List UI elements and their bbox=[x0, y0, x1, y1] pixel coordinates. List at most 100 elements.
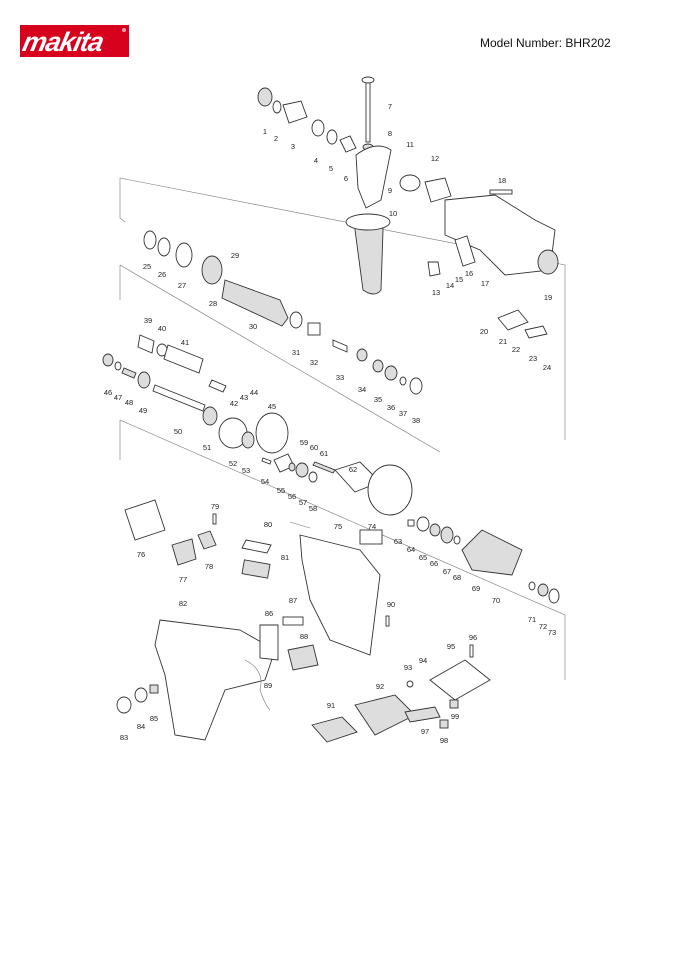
part-shape bbox=[332, 339, 348, 353]
part-number-label: 41 bbox=[181, 338, 189, 347]
part-shape bbox=[345, 213, 391, 231]
part-number-label: 36 bbox=[387, 403, 395, 412]
part-shape bbox=[339, 135, 357, 153]
part-shape bbox=[299, 534, 381, 656]
part-shape bbox=[212, 513, 217, 525]
part-number-label: 79 bbox=[211, 502, 219, 511]
part-shape bbox=[241, 431, 255, 449]
part-shape bbox=[497, 309, 529, 331]
part-shape bbox=[528, 581, 536, 591]
part-number-label: 73 bbox=[548, 628, 556, 637]
part-number-label: 65 bbox=[419, 553, 427, 562]
part-number-label: 29 bbox=[231, 251, 239, 260]
part-number-label: 39 bbox=[144, 316, 152, 325]
part-number-label: 61 bbox=[320, 449, 328, 458]
part-number-label: 51 bbox=[203, 443, 211, 452]
part-number-label: 63 bbox=[394, 537, 402, 546]
part-shape bbox=[121, 367, 137, 379]
part-shape bbox=[288, 462, 296, 472]
part-number-label: 53 bbox=[242, 466, 250, 475]
part-shape bbox=[116, 696, 132, 714]
part-shape bbox=[312, 461, 336, 474]
part-shape bbox=[257, 87, 273, 107]
part-number-label: 13 bbox=[432, 288, 440, 297]
model-number: Model Number: BHR202 bbox=[480, 36, 611, 50]
part-shape bbox=[201, 255, 223, 285]
part-shape bbox=[295, 462, 309, 478]
part-number-label: 44 bbox=[250, 388, 258, 397]
part-shape bbox=[202, 406, 218, 426]
part-shape bbox=[326, 129, 338, 145]
part-shape bbox=[241, 539, 272, 554]
part-number-label: 98 bbox=[440, 736, 448, 745]
part-number-label: 43 bbox=[240, 393, 248, 402]
part-number-label: 97 bbox=[421, 727, 429, 736]
part-number-label: 5 bbox=[329, 164, 333, 173]
part-number-label: 47 bbox=[114, 393, 122, 402]
part-shape bbox=[311, 119, 325, 137]
part-labels: 1234567891011121314151617181920212223242… bbox=[104, 102, 556, 745]
part-number-label: 75 bbox=[334, 522, 342, 531]
part-shape bbox=[163, 344, 204, 374]
part-shape bbox=[427, 261, 441, 277]
part-shape bbox=[453, 535, 461, 545]
part-number-label: 26 bbox=[158, 270, 166, 279]
part-number-label: 62 bbox=[349, 465, 357, 474]
part-number-label: 10 bbox=[389, 209, 397, 218]
part-shape bbox=[282, 100, 308, 124]
part-number-label: 40 bbox=[158, 324, 166, 333]
part-shape bbox=[134, 687, 148, 703]
part-number-label: 20 bbox=[480, 327, 488, 336]
part-number-label: 54 bbox=[261, 477, 269, 486]
part-shape bbox=[255, 412, 289, 454]
part-shape bbox=[384, 365, 398, 381]
part-number-label: 30 bbox=[249, 322, 257, 331]
part-shape bbox=[149, 684, 159, 694]
part-number-label: 22 bbox=[512, 345, 520, 354]
part-shape bbox=[282, 616, 304, 626]
part-number-label: 14 bbox=[446, 281, 454, 290]
part-number-label: 2 bbox=[274, 134, 278, 143]
part-number-label: 12 bbox=[431, 154, 439, 163]
part-number-label: 17 bbox=[481, 279, 489, 288]
part-shape bbox=[197, 530, 217, 550]
part-number-label: 69 bbox=[472, 584, 480, 593]
part-shape bbox=[241, 559, 271, 579]
part-shape bbox=[489, 189, 513, 195]
part-number-label: 52 bbox=[229, 459, 237, 468]
part-number-label: 94 bbox=[419, 656, 427, 665]
part-number-label: 88 bbox=[300, 632, 308, 641]
part-shape bbox=[287, 644, 319, 671]
part-shape bbox=[399, 174, 421, 192]
part-number-label: 70 bbox=[492, 596, 500, 605]
part-number-label: 89 bbox=[264, 681, 272, 690]
part-number-label: 87 bbox=[289, 596, 297, 605]
part-number-label: 96 bbox=[469, 633, 477, 642]
part-number-label: 59 bbox=[300, 438, 308, 447]
part-number-label: 66 bbox=[430, 559, 438, 568]
part-shape bbox=[311, 716, 358, 743]
part-shape bbox=[404, 706, 441, 723]
part-number-label: 33 bbox=[336, 373, 344, 382]
part-number-label: 67 bbox=[443, 567, 451, 576]
part-number-label: 55 bbox=[277, 486, 285, 495]
part-number-label: 95 bbox=[447, 642, 455, 651]
part-number-label: 7 bbox=[388, 102, 392, 111]
part-number-label: 74 bbox=[368, 522, 376, 531]
part-shape bbox=[524, 325, 548, 339]
part-number-label: 16 bbox=[465, 269, 473, 278]
part-shape bbox=[244, 659, 271, 711]
part-shape bbox=[356, 348, 368, 362]
part-shape bbox=[124, 499, 166, 541]
part-shape bbox=[440, 526, 454, 544]
part-number-label: 37 bbox=[399, 409, 407, 418]
section-lines bbox=[119, 177, 566, 680]
part-shape bbox=[272, 100, 282, 114]
part-number-label: 68 bbox=[453, 573, 461, 582]
part-shape bbox=[171, 538, 197, 566]
part-shape bbox=[449, 699, 459, 709]
part-number-label: 57 bbox=[299, 498, 307, 507]
part-shape bbox=[208, 379, 227, 393]
part-shape bbox=[261, 457, 272, 465]
